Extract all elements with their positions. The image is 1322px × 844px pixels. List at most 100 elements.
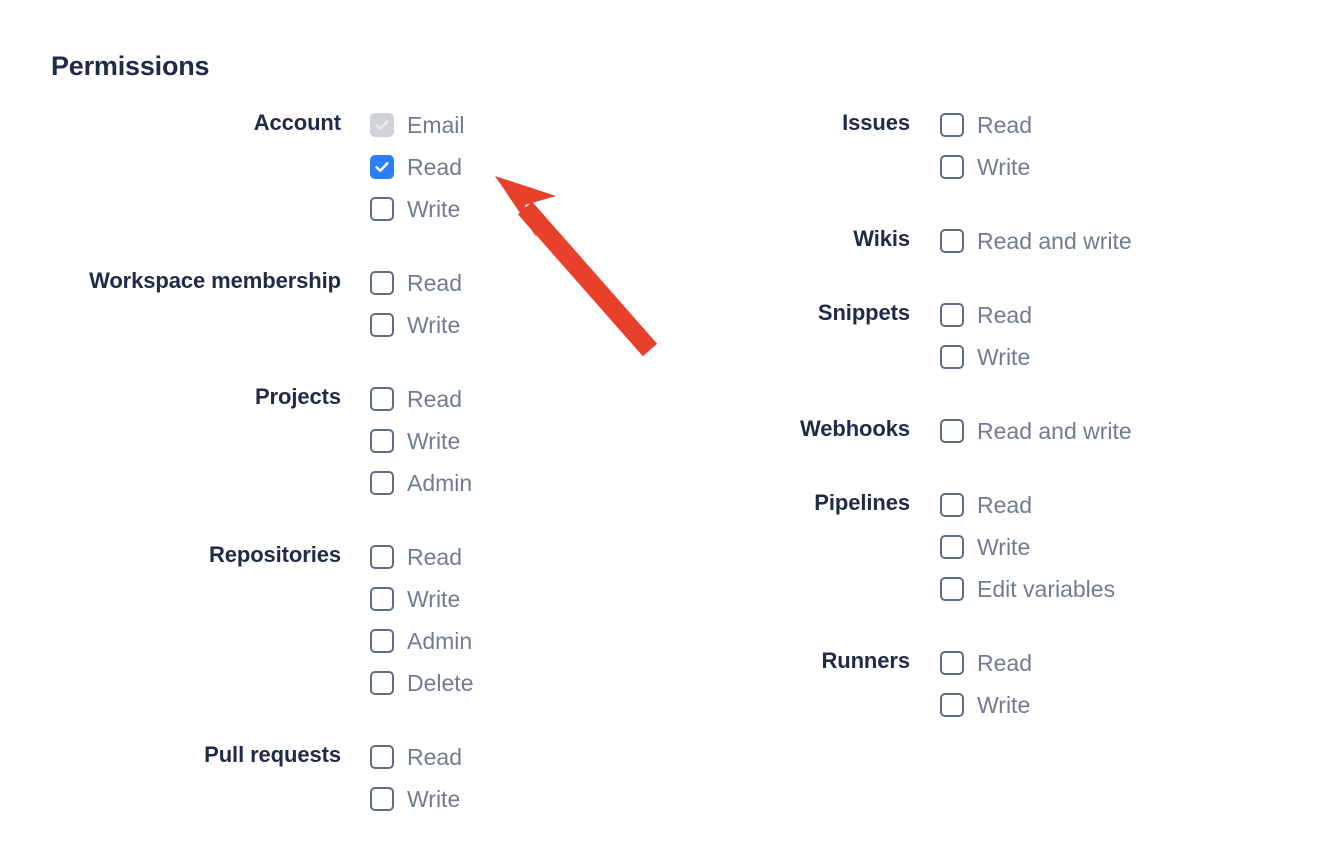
projects-read-checkbox[interactable] (370, 387, 394, 411)
option-row-snippets-write[interactable]: Write (940, 336, 1032, 378)
option-label-snippets-write: Write (977, 343, 1031, 370)
option-label-runners-read: Read (977, 649, 1032, 676)
account-email-checkbox (370, 113, 394, 137)
group-label-pull-requests: Pull requests (204, 742, 341, 767)
option-row-repositories-delete[interactable]: Delete (370, 662, 473, 704)
check-icon (372, 115, 392, 135)
option-row-repositories-admin[interactable]: Admin (370, 620, 473, 662)
projects-admin-checkbox[interactable] (370, 471, 394, 495)
group-label-wikis: Wikis (853, 226, 910, 251)
group-label-pipelines: Pipelines (814, 490, 910, 515)
snippets-read-checkbox[interactable] (940, 303, 964, 327)
option-row-issues-write[interactable]: Write (940, 146, 1032, 188)
page-title: Permissions (51, 51, 210, 81)
option-row-webhooks-read-and-write[interactable]: Read and write (940, 410, 1132, 452)
option-row-repositories-write[interactable]: Write (370, 578, 473, 620)
option-row-pull-requests-read[interactable]: Read (370, 736, 462, 778)
option-row-pipelines-edit-variables[interactable]: Edit variables (940, 568, 1115, 610)
workspace-membership-write-checkbox[interactable] (370, 313, 394, 337)
repositories-admin-checkbox[interactable] (370, 629, 394, 653)
option-row-pull-requests-write[interactable]: Write (370, 778, 462, 820)
repositories-read-checkbox[interactable] (370, 545, 394, 569)
option-label-issues-write: Write (977, 153, 1031, 180)
group-options-webhooks: Read and write (940, 410, 1132, 452)
option-row-projects-admin[interactable]: Admin (370, 462, 472, 504)
group-label-issues: Issues (842, 110, 910, 135)
option-label-pipelines-edit-variables: Edit variables (977, 575, 1116, 602)
option-label-snippets-read: Read (977, 301, 1032, 328)
pipelines-edit-variables-checkbox[interactable] (940, 577, 964, 601)
option-label-pull-requests-write: Write (407, 785, 461, 812)
option-row-snippets-read[interactable]: Read (940, 294, 1032, 336)
option-label-issues-read: Read (977, 111, 1032, 138)
option-label-webhooks-read-and-write: Read and write (977, 417, 1132, 444)
pull-requests-write-checkbox[interactable] (370, 787, 394, 811)
wikis-read-and-write-checkbox[interactable] (940, 229, 964, 253)
option-row-issues-read[interactable]: Read (940, 104, 1032, 146)
workspace-membership-read-checkbox[interactable] (370, 271, 394, 295)
repositories-write-checkbox[interactable] (370, 587, 394, 611)
group-label-projects: Projects (254, 384, 341, 409)
option-label-wikis-read-and-write: Read and write (977, 227, 1132, 254)
group-label-runners: Runners (821, 648, 910, 673)
permission-group-wikis: Wikis Read and write (610, 220, 1310, 262)
account-write-checkbox[interactable] (370, 197, 394, 221)
option-row-pipelines-write[interactable]: Write (940, 526, 1115, 568)
option-row-projects-read[interactable]: Read (370, 378, 472, 420)
issues-read-checkbox[interactable] (940, 113, 964, 137)
runners-read-checkbox[interactable] (940, 651, 964, 675)
group-label-webhooks: Webhooks (799, 416, 910, 441)
option-row-runners-write[interactable]: Write (940, 684, 1032, 726)
group-label-workspace-membership: Workspace membership (89, 268, 341, 293)
option-label-projects-admin: Admin (407, 469, 473, 496)
option-label-repositories-delete: Delete (407, 669, 474, 696)
option-label-projects-read: Read (407, 385, 462, 412)
option-row-wikis-read-and-write[interactable]: Read and write (940, 220, 1132, 262)
option-row-projects-write[interactable]: Write (370, 420, 472, 462)
option-row-workspace-membership-write[interactable]: Write (370, 304, 462, 346)
webhooks-read-and-write-checkbox[interactable] (940, 419, 964, 443)
option-row-account-write[interactable]: Write (370, 188, 465, 230)
option-label-account-write: Write (407, 195, 461, 222)
option-row-account-read[interactable]: Read (370, 146, 465, 188)
snippets-write-checkbox[interactable] (940, 345, 964, 369)
option-label-runners-write: Write (977, 691, 1031, 718)
pull-requests-read-checkbox[interactable] (370, 745, 394, 769)
option-label-repositories-admin: Admin (407, 627, 473, 654)
account-read-checkbox[interactable] (370, 155, 394, 179)
option-row-account-email[interactable]: Email (370, 104, 465, 146)
projects-write-checkbox[interactable] (370, 429, 394, 453)
option-row-runners-read[interactable]: Read (940, 642, 1032, 684)
runners-write-checkbox[interactable] (940, 693, 964, 717)
pipelines-write-checkbox[interactable] (940, 535, 964, 559)
option-label-pipelines-read: Read (977, 491, 1032, 518)
option-label-account-email: Email (407, 111, 465, 138)
group-label-snippets: Snippets (817, 300, 910, 325)
option-row-pipelines-read[interactable]: Read (940, 484, 1115, 526)
option-row-repositories-read[interactable]: Read (370, 536, 473, 578)
option-label-pull-requests-read: Read (407, 743, 462, 770)
option-label-repositories-write: Write (407, 585, 461, 612)
issues-write-checkbox[interactable] (940, 155, 964, 179)
pipelines-read-checkbox[interactable] (940, 493, 964, 517)
option-row-workspace-membership-read[interactable]: Read (370, 262, 462, 304)
option-label-repositories-read: Read (407, 543, 462, 570)
repositories-delete-checkbox[interactable] (370, 671, 394, 695)
